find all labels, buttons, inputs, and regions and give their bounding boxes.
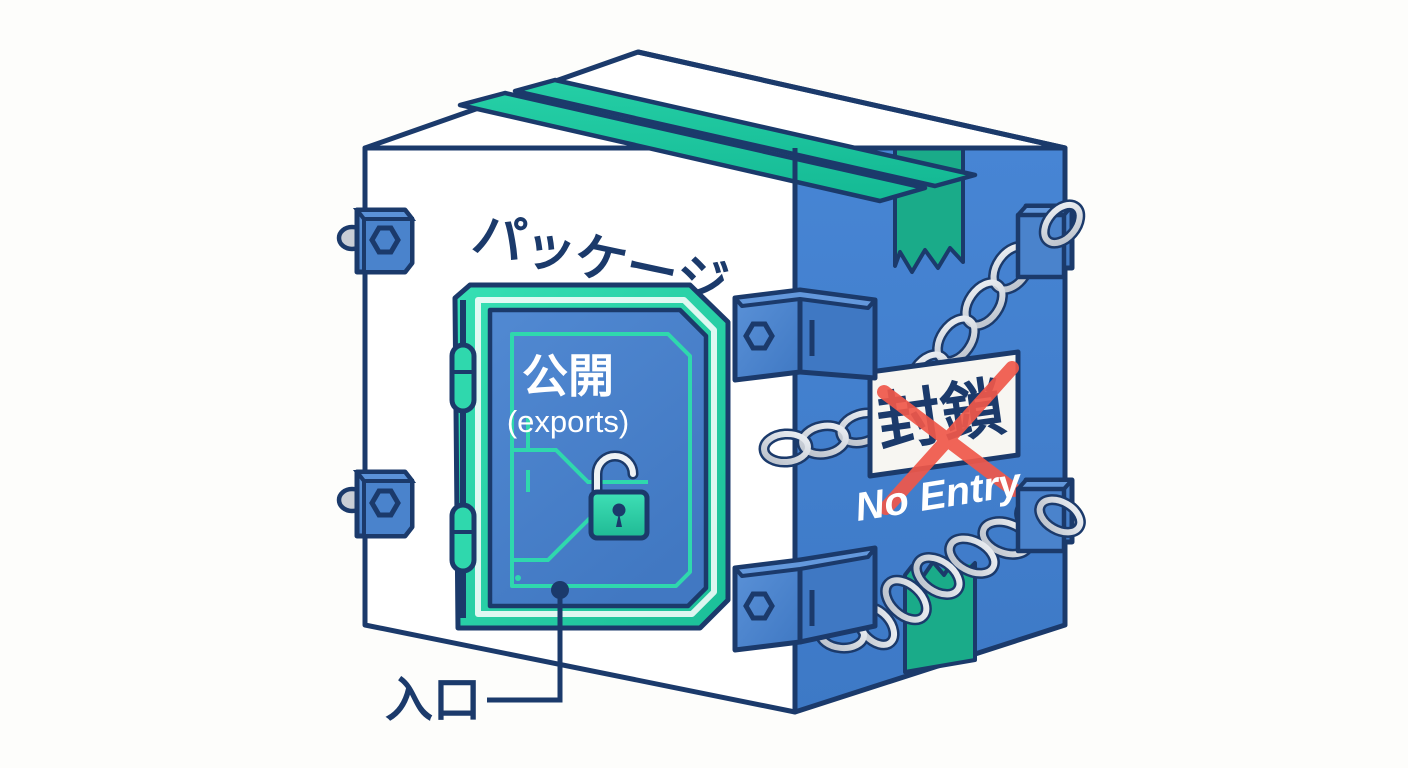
entrance-callout: 入口 [385, 581, 569, 728]
hex-bolt-icon [369, 225, 401, 255]
hex-bolt-icon [743, 591, 775, 621]
entrance-leader-line [487, 590, 563, 703]
bracket-top-bevel [733, 546, 877, 578]
sign-plate [867, 349, 1021, 479]
door-title-label: 公開 [522, 349, 614, 403]
bracket-right-upper [1015, 203, 1075, 280]
padlock-keyhole [612, 503, 626, 517]
door-circuit-outline [510, 332, 692, 588]
door-circuit-trace-2 [512, 506, 602, 562]
unlocked-padlock-icon [588, 450, 650, 541]
exports-door[interactable]: 公開 (exports) [449, 282, 731, 631]
brackets [336, 203, 1075, 653]
door-frame-highlight [475, 297, 717, 617]
tape-stripe-top-2 [457, 90, 928, 204]
door-hinge-upper [449, 342, 477, 414]
tape-stripe-top-1 [512, 77, 978, 189]
no-entry-sign: 封鎖 No Entry [852, 349, 1025, 530]
hex-bolt-icon [369, 488, 401, 518]
bracket-corner-upper [732, 287, 878, 383]
door-hinge-lower [449, 502, 477, 574]
chain-overlap-links [1034, 199, 1086, 538]
entrance-label: 入口 [385, 672, 481, 728]
bracket-front-upper-left [336, 207, 417, 275]
door-subtitle-label: (exports) [507, 404, 629, 439]
bracket-front-lower-left [336, 469, 417, 539]
red-x-icon [877, 361, 1021, 515]
bracket-corner-lower [732, 545, 878, 653]
box-top-ridge [637, 49, 1066, 151]
bracket-top-bevel [733, 288, 877, 310]
padlock-keyhole-slot [616, 513, 622, 527]
padlock-shackle [594, 453, 636, 497]
hex-bolt-icon [743, 321, 775, 351]
door-circuit-node [515, 575, 521, 581]
door-circuit-trace-1 [512, 448, 648, 484]
